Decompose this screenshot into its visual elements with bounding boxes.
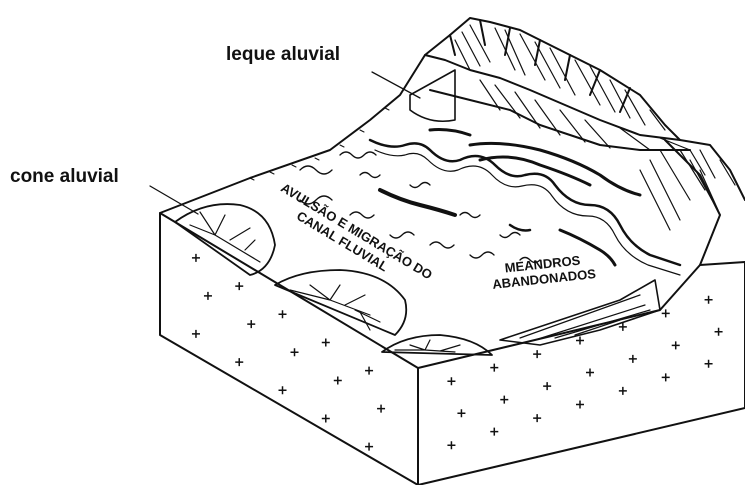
front-right-face (418, 262, 745, 485)
label-leque-aluvial: leque aluvial (226, 44, 340, 66)
cone-aluvial-3 (382, 335, 492, 355)
label-cone-aluvial: cone aluvial (10, 166, 119, 188)
